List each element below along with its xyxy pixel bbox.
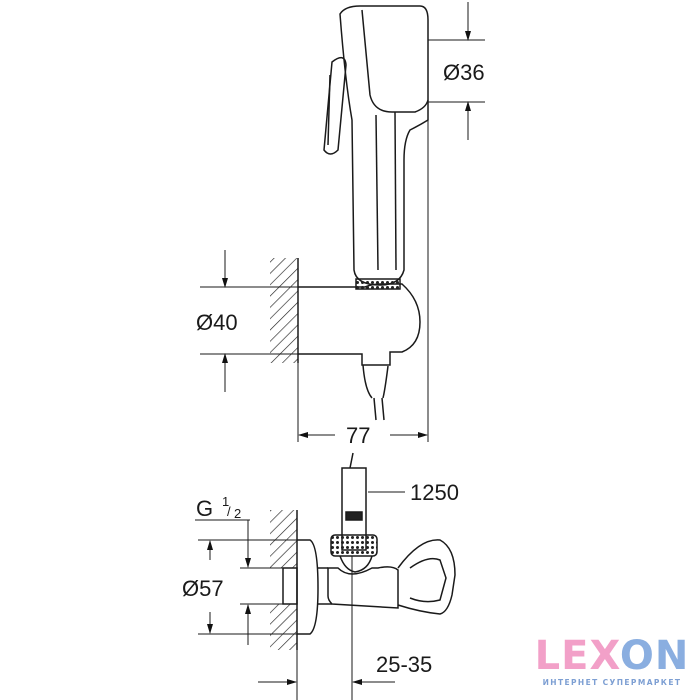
logo-wordmark: LEXON: [532, 636, 692, 676]
dim-head-diameter: [428, 2, 485, 140]
logo-tagline: ИНТЕРНЕТ СУПЕРМАРКЕТ: [542, 678, 682, 687]
label-projection: 77: [346, 423, 370, 448]
label-wall-offset: 25-35: [376, 652, 432, 677]
lexon-logo: LEXON ИНТЕРНЕТ СУПЕРМАРКЕТ: [532, 636, 692, 687]
dim-bracket-diameter: [200, 250, 298, 392]
trigger-lever-icon: [323, 56, 347, 155]
label-thread: G: [196, 496, 213, 521]
fraction-slash: /: [227, 504, 231, 519]
dim-wall-offset: [258, 556, 395, 700]
label-thread-den: 2: [234, 506, 241, 521]
label-hose-length: 1250: [410, 480, 459, 505]
logo-word-pink: LEX: [534, 633, 620, 679]
wall-bracket: [270, 258, 421, 421]
dim-rosette-diameter: [198, 539, 297, 635]
angle-valve: [270, 452, 456, 650]
label-rosette-diameter: Ø57: [182, 576, 224, 601]
dim-projection: [297, 102, 429, 442]
label-thread-num: 1: [222, 494, 229, 509]
dim-thread: [195, 519, 283, 645]
label-head-diameter: Ø36: [443, 60, 485, 85]
label-bracket-diameter: Ø40: [196, 310, 238, 335]
hand-shower: [323, 5, 429, 286]
logo-word-blue: ON: [619, 633, 690, 679]
